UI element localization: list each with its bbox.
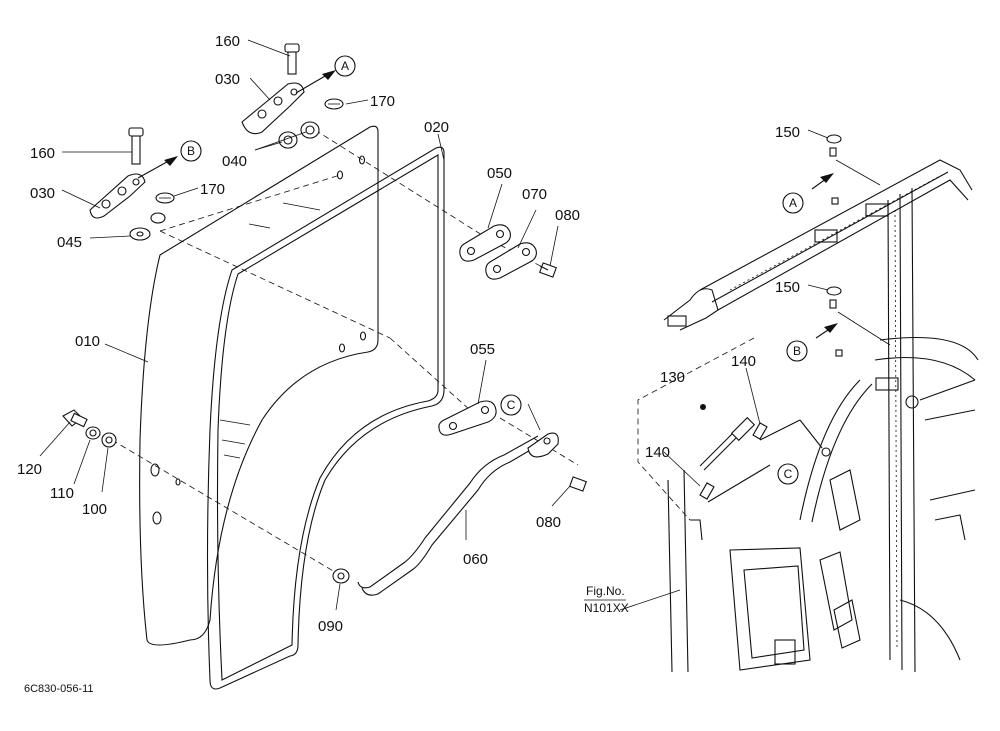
ref-c-right: C — [784, 467, 793, 481]
ref-b-right: B — [793, 344, 801, 358]
label-030-left: 030 — [30, 185, 55, 202]
ref-circle-a-right — [782, 192, 804, 214]
figure-reference: Fig.No. N101XX — [584, 584, 629, 615]
upper-hinge — [241, 43, 344, 149]
ref-circle-c-right — [777, 463, 799, 485]
label-040: 040 — [222, 153, 247, 170]
ref-a-right: A — [789, 196, 797, 210]
ref-circle-b-left — [180, 140, 202, 162]
label-080-bottom: 080 — [536, 514, 561, 531]
glass-panel — [139, 125, 379, 646]
label-170-left: 170 — [200, 181, 225, 198]
label-130: 130 — [660, 369, 685, 386]
label-100: 100 — [82, 501, 107, 518]
label-140-top: 140 — [731, 353, 756, 370]
diagram-code: 6C830-056-11 — [24, 683, 94, 695]
label-140-left: 140 — [645, 444, 670, 461]
label-160-top: 160 — [215, 33, 240, 50]
lower-hinge — [89, 127, 178, 241]
fig-ref-line2: N101XX — [584, 601, 629, 615]
label-170-top: 170 — [370, 93, 395, 110]
label-070: 070 — [522, 186, 547, 203]
screw-assembly — [62, 409, 117, 448]
part-labels: 160 030 170 040 160 030 170 045 010 020 … — [17, 33, 800, 635]
ref-a-top: A — [341, 59, 349, 73]
label-055: 055 — [470, 341, 495, 358]
ref-c-mid: C — [507, 398, 516, 412]
label-030-top: 030 — [215, 71, 240, 88]
label-010: 010 — [75, 333, 100, 350]
seal-weatherstrip — [206, 146, 445, 690]
ref-circle-a-top — [334, 55, 356, 77]
label-080-top: 080 — [555, 207, 580, 224]
ref-circle-c-mid — [500, 394, 522, 416]
leader-lines — [39, 39, 829, 611]
upper-latch-plates — [459, 224, 557, 280]
label-090: 090 — [318, 618, 343, 635]
label-160-left: 160 — [30, 145, 55, 162]
lower-latch-assembly — [332, 400, 587, 596]
gas-strut — [637, 337, 831, 521]
label-020: 020 — [424, 119, 449, 136]
label-045: 045 — [57, 234, 82, 251]
ref-b-left: B — [187, 144, 195, 158]
label-150-mid: 150 — [775, 279, 800, 296]
label-110: 110 — [50, 485, 74, 502]
label-120: 120 — [17, 461, 42, 478]
reference-markers: A B C A B C — [180, 55, 808, 485]
label-060: 060 — [463, 551, 488, 568]
fig-ref-line1: Fig.No. — [586, 584, 625, 598]
ref-circle-b-right — [786, 340, 808, 362]
label-050: 050 — [487, 165, 512, 182]
cab-frame — [663, 134, 979, 673]
label-150-top: 150 — [775, 124, 800, 141]
